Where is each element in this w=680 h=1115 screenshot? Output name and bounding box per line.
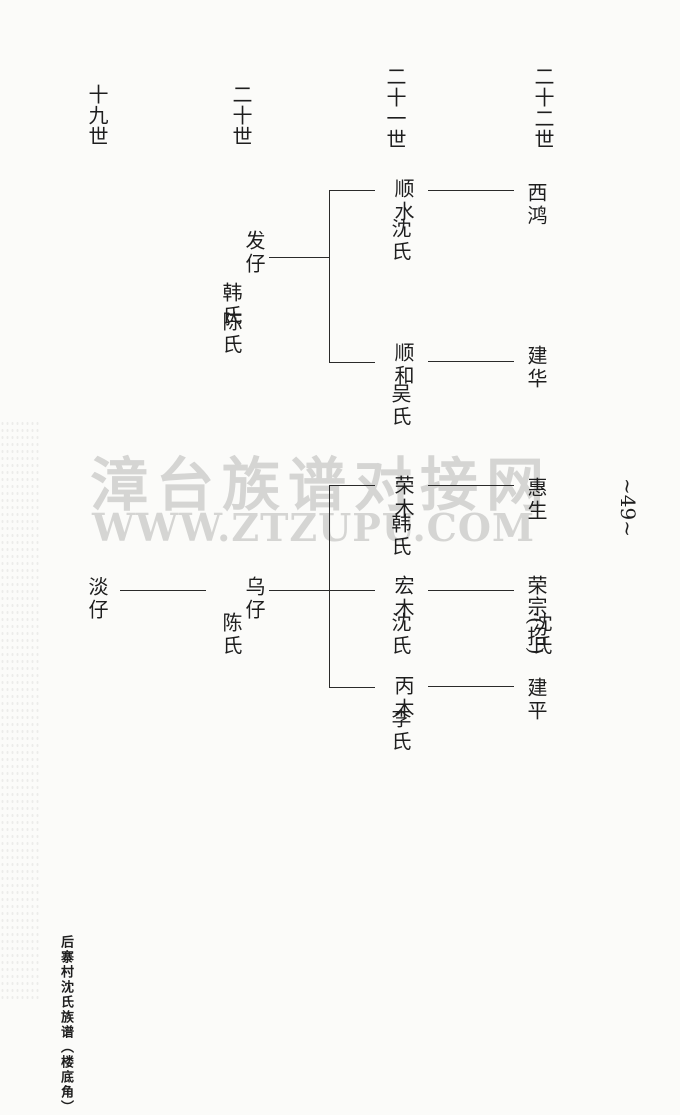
lower-son-1-name: 荣木 [391, 475, 415, 521]
lower-son-1-wife: 韩氏 [388, 513, 412, 559]
connector-line [329, 687, 375, 688]
upper-grandson-2: 建华 [524, 345, 548, 391]
lower-grandson-2-wife: 沈氏 [529, 612, 553, 658]
generation-20: 二十世 [229, 84, 253, 147]
connector-line [269, 257, 329, 258]
connector-line [329, 190, 375, 191]
upper-son-1-wife: 沈氏 [388, 218, 412, 264]
connector-line [329, 190, 330, 362]
scan-noise [0, 420, 40, 1000]
genealogy-page: 十九世 二十世 二十一世 二十二世 发仔 韩氏 陈氏 顺水 沈氏 西鸿 顺和 吴… [0, 66, 640, 1115]
connector-line [329, 485, 330, 687]
lower-father-wife: 陈氏 [219, 612, 243, 658]
generation-22: 二十二世 [531, 66, 555, 150]
connector-line [269, 590, 329, 591]
connector-line [428, 590, 514, 591]
connector-line [428, 485, 514, 486]
lower-father-name: 乌仔 [242, 576, 266, 622]
lower-son-3-wife: 李氏 [388, 708, 412, 754]
lower-grandson-1: 惠生 [524, 477, 548, 523]
connector-line [428, 361, 514, 362]
connector-line [428, 190, 514, 191]
upper-father-name: 发仔 [242, 230, 266, 276]
connector-line [329, 362, 375, 363]
lower-grandfather-name: 淡仔 [85, 576, 109, 622]
connector-line [428, 686, 514, 687]
book-title-footer: 后寨村沈氏族谱（楼底角） [58, 935, 73, 1115]
page-number: ~49~ [616, 478, 640, 537]
upper-father-wife-second: 陈氏 [219, 311, 243, 357]
connector-line [329, 485, 375, 486]
lower-son-2-name: 宏木 [391, 575, 415, 621]
upper-son-1-name: 顺水 [391, 178, 415, 224]
watermark-url: WWW.ZTZUPU.COM [92, 505, 536, 550]
upper-grandson-1: 西鸿 [524, 182, 548, 228]
lower-grandson-2: 荣宗(招) [524, 575, 548, 656]
generation-21: 二十一世 [383, 66, 407, 150]
lower-son-3-name: 丙木 [391, 675, 415, 721]
lower-son-2-wife: 沈氏 [388, 612, 412, 658]
lower-grandson-3: 建平 [524, 677, 548, 723]
upper-son-2-name: 顺和 [391, 342, 415, 388]
generation-19: 十九世 [85, 84, 109, 147]
connector-line [329, 590, 375, 591]
connector-line [120, 590, 206, 591]
upper-son-2-wife: 吴氏 [388, 383, 412, 429]
upper-father-wife-main: 韩氏 [219, 282, 243, 328]
